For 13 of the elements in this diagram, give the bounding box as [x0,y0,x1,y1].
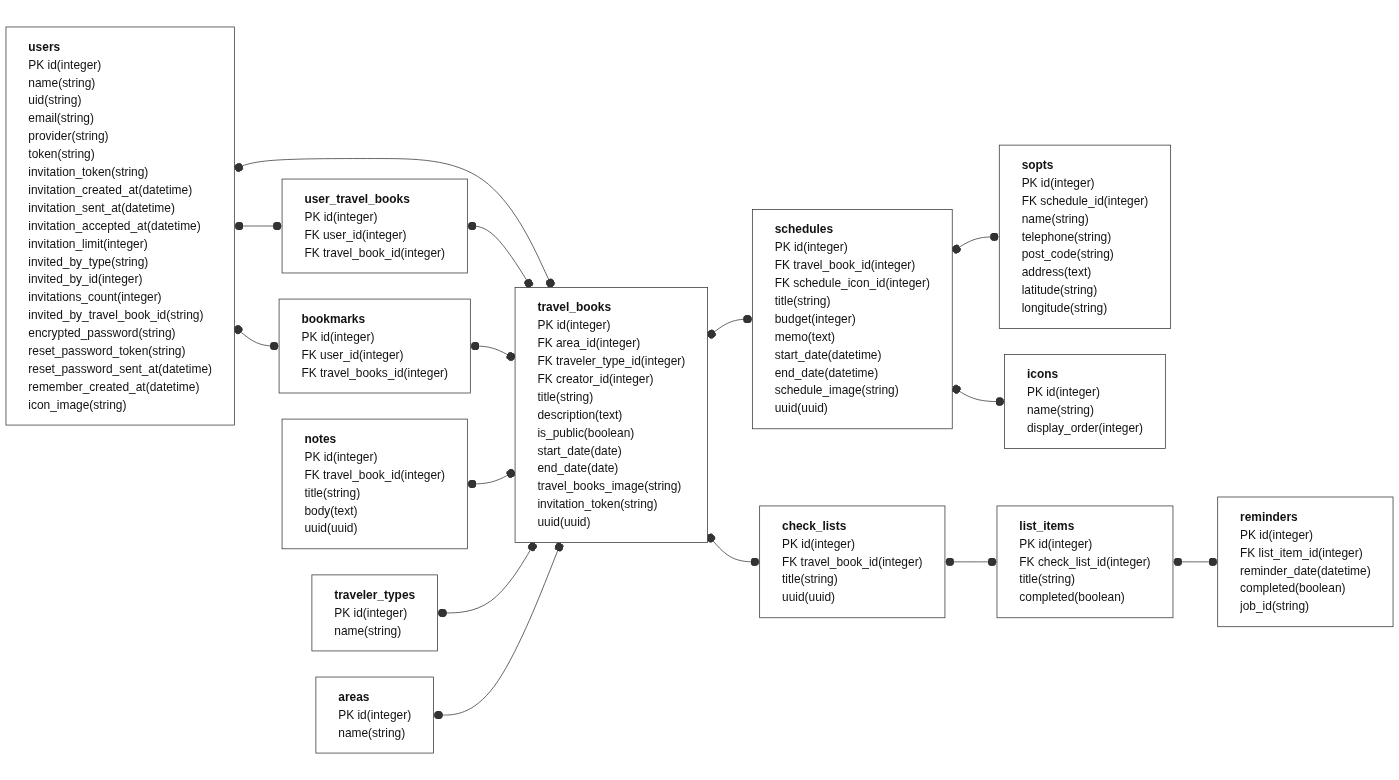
node-box: reminders PK id(integer) FK list_item_id(integer) reminder_date(datetime) completed(boolean) job_id(string) [1217,496,1394,628]
node-box: travel_books PK id(integer) FK area_id(integer) FK traveler_type_id(integer) FK creator_id(integer) title(string) description(text) is_public(boolean) start_date(date) end_date(date) travel_books_image(string) invitation_token(string) uuid(uuid) [514,287,708,543]
node-box: check_lists PK id(integer) FK travel_book_id(integer) title(string) uuid(uuid) [759,505,946,619]
node-box: areas PK id(integer) name(string) [315,676,434,754]
node-box: sopts PK id(integer) FK schedule_id(integer) name(string) telephone(string) post_code(string) address(text) latitude(string) longitude(string) [998,144,1172,329]
node-box: schedules PK id(integer) FK travel_book_id(integer) FK schedule_icon_id(integer) title(string) budget(integer) memo(text) start_date(datetime) end_date(datetime) schedule_image(string) uuid(uuid) [752,209,953,430]
node-box: list_items PK id(integer) FK check_list_id(integer) title(string) completed(boolean) [996,505,1174,619]
node-box: notes PK id(integer) FK travel_book_id(integer) title(string) body(text) uuid(uuid) [281,418,468,550]
node-box: user_travel_books PK id(integer) FK user_id(integer) FK travel_book_id(integer) [281,178,468,274]
node-box: traveler_types PK id(integer) name(string) [311,574,438,652]
node-box: users PK id(integer) name(string) uid(string) email(string) provider(string) token(string) invitation_token(string) invitation_created_at(datetime) invitation_sent_at(datetime) invitation_accepted_at(datetime) invitation_limit(integer) invited_by_type(string) invited_by_id(integer) invitations_count(integer) invited_by_travel_book_id(string) encrypted_password(string) reset_password_token(string) reset_password_sent_at(datetime) remember_created_at(datetime) icon_image(string) [5,26,235,426]
node-box: icons PK id(integer) name(string) display_order(integer) [1004,354,1166,449]
node-box: bookmarks PK id(integer) FK user_id(integer) FK travel_books_id(integer) [278,298,471,394]
